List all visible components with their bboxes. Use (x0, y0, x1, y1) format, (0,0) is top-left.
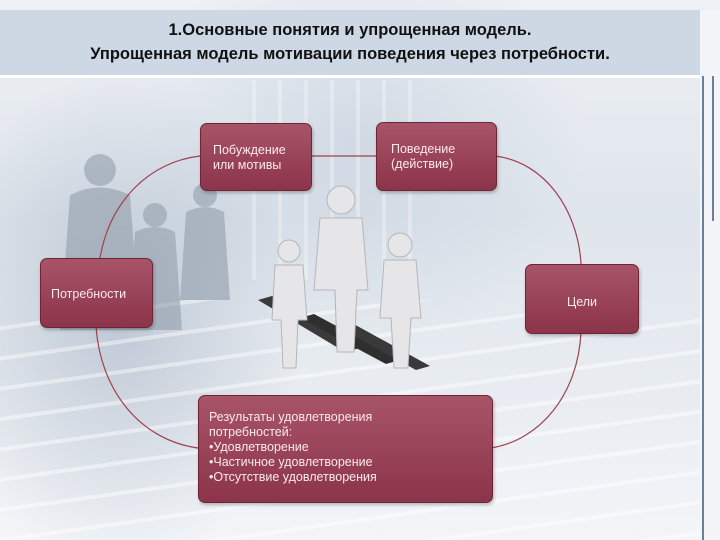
title-line-2: Упрощенная модель мотивации поведения че… (90, 45, 610, 63)
person-figure (313, 217, 369, 353)
arrow-needs-to-motives (99, 155, 201, 259)
title-bar (0, 10, 700, 78)
motives-label: Побуждение или мотивы (213, 143, 286, 172)
needs-label: Потребности (51, 287, 127, 301)
goals-box: Цели (525, 264, 639, 334)
ladder-people-icon (258, 185, 430, 370)
arrow-results-to-needs (95, 325, 199, 449)
results-label: Результаты удовлетворения потребностей: … (209, 410, 377, 484)
person-figure (277, 239, 301, 263)
person-figure (379, 259, 422, 369)
behavior-box: Поведение (действие) (376, 122, 497, 191)
person-figure (326, 185, 356, 215)
right-edge-line-short (712, 76, 714, 221)
goals-label: Цели (566, 295, 598, 309)
slide-title: 1.Основные понятия и упрощенная модель. … (0, 18, 700, 66)
behavior-label: Поведение (действие) (391, 142, 456, 171)
arrow-goals-to-results (490, 331, 582, 449)
results-box: Результаты удовлетворения потребностей: … (198, 395, 493, 503)
needs-box: Потребности (40, 258, 153, 328)
motives-box: Побуждение или мотивы (200, 123, 312, 191)
person-figure (271, 264, 308, 369)
title-line-1: 1.Основные понятия и упрощенная модель. (168, 21, 532, 39)
right-edge-panel (700, 10, 720, 540)
right-edge-line (702, 76, 704, 540)
arrow-behavior-to-goals (494, 155, 582, 265)
person-figure (387, 232, 413, 258)
